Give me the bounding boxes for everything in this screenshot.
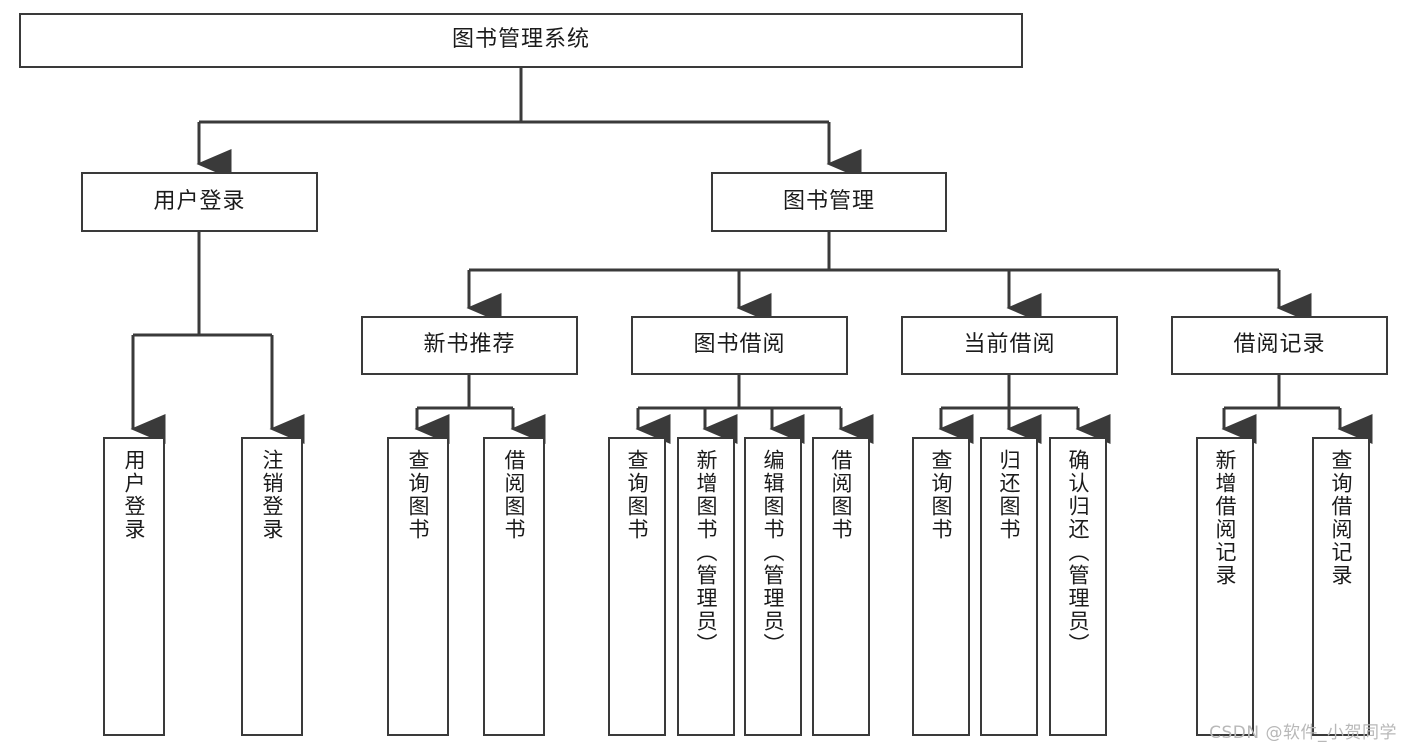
leaf-book-borrow-query[interactable]: 查询图书 bbox=[608, 437, 666, 736]
node-label: 借阅图书 bbox=[502, 449, 527, 541]
watermark-text: CSDN @软件_小贺同学 bbox=[1209, 723, 1397, 743]
node-current-borrow[interactable]: 当前借阅 bbox=[901, 316, 1118, 375]
leaf-borrow-record-add[interactable]: 新增借阅记录 bbox=[1196, 437, 1254, 736]
node-label: 用户登录 bbox=[153, 188, 246, 214]
leaf-user-login-logout[interactable]: 注销登录 bbox=[241, 437, 303, 736]
node-book-borrow[interactable]: 图书借阅 bbox=[631, 316, 848, 375]
leaf-book-borrow-edit[interactable]: 编辑图书（管理员） bbox=[744, 437, 802, 736]
leaf-current-borrow-confirm-return[interactable]: 确认归还（管理员） bbox=[1049, 437, 1107, 736]
node-label: 图书管理系统 bbox=[451, 27, 590, 53]
leaf-book-borrow-add[interactable]: 新增图书（管理员） bbox=[677, 437, 735, 736]
node-label: 图书管理 bbox=[782, 188, 875, 214]
node-label: 用户登录 bbox=[122, 449, 147, 541]
leaf-current-borrow-query[interactable]: 查询图书 bbox=[912, 437, 970, 736]
node-label: 编辑图书（管理员） bbox=[761, 449, 786, 656]
node-label: 新增图书（管理员） bbox=[694, 449, 719, 656]
node-label: 新增借阅记录 bbox=[1213, 449, 1238, 587]
node-label: 确认归还（管理员） bbox=[1066, 449, 1091, 656]
node-label: 查询借阅记录 bbox=[1329, 449, 1354, 587]
node-book-management[interactable]: 图书管理 bbox=[711, 172, 947, 232]
node-label: 当前借阅 bbox=[963, 332, 1056, 358]
leaf-new-book-query[interactable]: 查询图书 bbox=[387, 437, 449, 736]
node-label: 新书推荐 bbox=[423, 332, 516, 358]
leaf-new-book-borrow[interactable]: 借阅图书 bbox=[483, 437, 545, 736]
node-borrow-record[interactable]: 借阅记录 bbox=[1171, 316, 1388, 375]
node-label: 图书借阅 bbox=[693, 332, 786, 358]
node-label: 查询图书 bbox=[406, 449, 431, 541]
node-label: 借阅图书 bbox=[829, 449, 854, 541]
node-label: 借阅记录 bbox=[1233, 332, 1326, 358]
node-new-book-recommend[interactable]: 新书推荐 bbox=[361, 316, 578, 375]
leaf-borrow-record-query[interactable]: 查询借阅记录 bbox=[1312, 437, 1370, 736]
node-label: 注销登录 bbox=[260, 449, 285, 541]
node-root-book-management-system[interactable]: 图书管理系统 bbox=[19, 13, 1023, 68]
leaf-book-borrow-borrow[interactable]: 借阅图书 bbox=[812, 437, 870, 736]
node-label: 查询图书 bbox=[929, 449, 954, 541]
node-user-login[interactable]: 用户登录 bbox=[81, 172, 318, 232]
node-label: 查询图书 bbox=[625, 449, 650, 541]
leaf-current-borrow-return[interactable]: 归还图书 bbox=[980, 437, 1038, 736]
leaf-user-login-login[interactable]: 用户登录 bbox=[103, 437, 165, 736]
node-label: 归还图书 bbox=[997, 449, 1022, 541]
